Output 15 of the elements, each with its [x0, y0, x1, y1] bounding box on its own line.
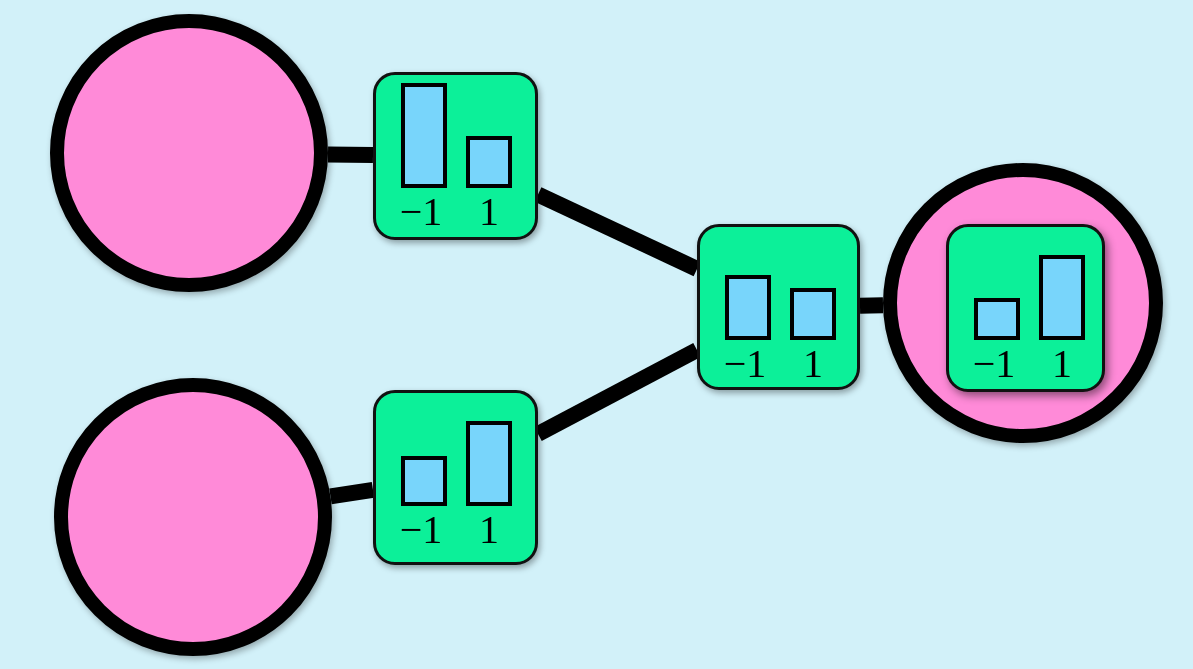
axis-label: 1: [803, 344, 823, 384]
axis-label: −1: [972, 344, 1016, 384]
message-box: [946, 224, 1105, 392]
axis-label: 1: [479, 192, 499, 232]
message-box: [373, 390, 538, 565]
connector-line: [859, 297, 884, 314]
message-box: [373, 72, 538, 240]
axis-label: −1: [723, 344, 767, 384]
message-box: [697, 224, 860, 390]
connector-line: [327, 146, 374, 164]
axis-label: −1: [399, 192, 443, 232]
axis-label: −1: [399, 510, 443, 550]
connector-line: [329, 482, 375, 505]
axis-label: 1: [1052, 344, 1072, 384]
axis-label: 1: [479, 510, 499, 550]
